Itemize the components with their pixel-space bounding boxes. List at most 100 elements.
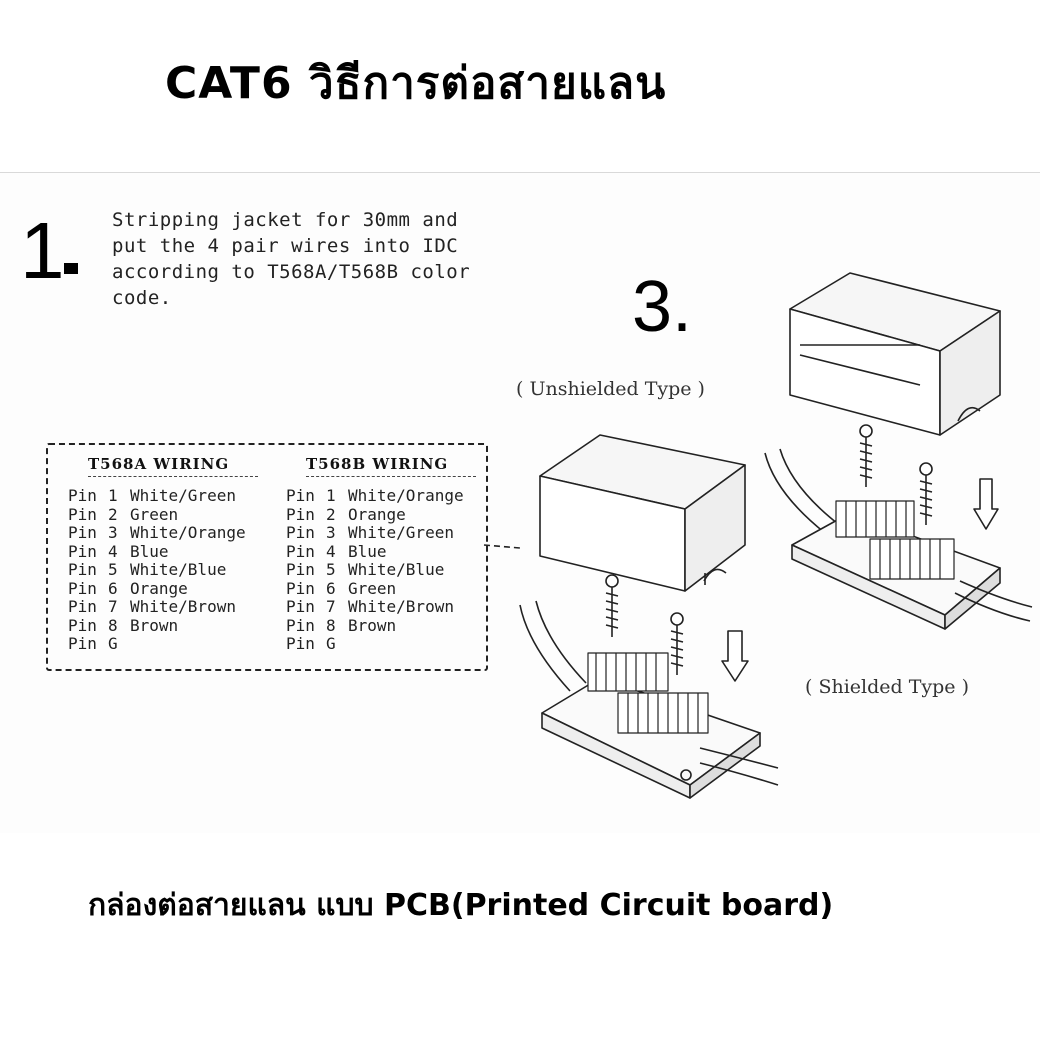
- pin-row: Pin 1 White/Green: [68, 486, 258, 506]
- shielded-down-arrow-icon: [973, 478, 999, 530]
- pin-color: Orange: [130, 578, 188, 598]
- pin-number: G: [108, 634, 118, 653]
- shielded-type-label: ( Shielded Type ): [805, 676, 969, 698]
- connector-illustrations: [483, 272, 1033, 799]
- pin-color: Blue: [130, 541, 169, 561]
- table-pointer-line: [483, 544, 521, 549]
- pin-label: Pin: [68, 560, 97, 579]
- pin-row: Pin G: [68, 634, 258, 654]
- pin-row: Pin 5 White/Blue: [286, 560, 476, 580]
- step-1-line: put the 4 pair wires into IDC: [112, 235, 459, 257]
- pin-color: Blue: [348, 541, 387, 561]
- unshielded-down-arrow-icon: [721, 630, 749, 682]
- unshielded-cover-illustration: [539, 434, 746, 592]
- pin-number: 4: [326, 541, 336, 561]
- pin-number: 1: [108, 486, 118, 505]
- pin-number: 3: [326, 523, 336, 542]
- shielded-cover-illustration: [789, 272, 1001, 436]
- pin-label: Pin: [68, 578, 97, 598]
- t568a-heading: T568A WIRING: [88, 455, 258, 477]
- pin-row: Pin 7 White/Brown: [286, 597, 476, 617]
- pin-label: Pin: [286, 578, 315, 598]
- pin-color: Brown: [130, 615, 179, 635]
- pin-row: Pin 6 Orange: [68, 578, 258, 599]
- pin-color: White/Orange: [348, 486, 464, 505]
- pin-number: 2: [108, 504, 118, 524]
- pin-label: Pin: [68, 597, 97, 616]
- pin-color: White/Green: [130, 486, 236, 505]
- step-1-dot: [64, 263, 78, 274]
- unshielded-base-illustration: [519, 600, 779, 799]
- pin-number: 7: [326, 597, 336, 616]
- pin-color: White/Green: [348, 523, 454, 542]
- pin-label: Pin: [286, 486, 315, 505]
- unshielded-type-label: ( Unshielded Type ): [516, 378, 705, 400]
- step-1-number: 1: [20, 206, 65, 295]
- pin-color: Green: [130, 504, 179, 524]
- pin-label: Pin: [68, 486, 97, 505]
- pin-number: 4: [108, 541, 118, 561]
- pin-row: Pin 7 White/Brown: [68, 597, 258, 617]
- step-1-line: Stripping jacket for 30mm and: [112, 209, 459, 231]
- pin-color: White/Brown: [348, 597, 454, 616]
- pin-label: Pin: [286, 615, 315, 635]
- step-1-instructions: Stripping jacket for 30mm and put the 4 …: [112, 207, 532, 311]
- pin-label: Pin: [68, 523, 97, 542]
- pin-number: 1: [326, 486, 336, 505]
- pin-row: Pin 1 White/Orange: [286, 486, 476, 506]
- pin-label: Pin: [286, 504, 315, 524]
- shielded-screw-illustration: [859, 424, 933, 525]
- pin-label: Pin: [286, 560, 315, 579]
- pin-color: Orange: [348, 504, 406, 524]
- pin-number: 8: [108, 615, 118, 635]
- pin-number: 5: [108, 560, 118, 579]
- pin-number: 7: [108, 597, 118, 616]
- pin-number: G: [326, 634, 336, 653]
- page-subtitle: กล่องต่อสายแลน แบบ PCB(Printed Circuit b…: [88, 888, 834, 923]
- shielded-base-illustration: [764, 448, 1033, 630]
- t568b-heading: T568B WIRING: [306, 455, 476, 477]
- pin-color: Brown: [348, 615, 397, 635]
- pin-row: Pin 8 Brown: [68, 615, 258, 636]
- pin-number: 8: [326, 615, 336, 635]
- pin-row: Pin 4 Blue: [68, 541, 258, 562]
- pin-label: Pin: [286, 523, 315, 542]
- pin-number: 2: [326, 504, 336, 524]
- pin-row: Pin 2 Green: [68, 504, 258, 525]
- pin-label: Pin: [68, 615, 97, 635]
- pin-label: Pin: [68, 634, 97, 653]
- pin-color: White/Orange: [130, 523, 246, 542]
- pin-row: Pin 2 Orange: [286, 504, 476, 525]
- pin-color: White/Blue: [130, 560, 227, 579]
- pin-row: Pin 8 Brown: [286, 615, 476, 636]
- pin-row: Pin 3 White/Green: [286, 523, 476, 543]
- unshielded-screw-illustration: [605, 574, 684, 675]
- pin-number: 6: [326, 578, 336, 598]
- pin-number: 5: [326, 560, 336, 579]
- pin-color: White/Brown: [130, 597, 236, 616]
- step-1-line: according to T568A/T568B color: [112, 261, 471, 283]
- pin-row: Pin 6 Green: [286, 578, 476, 599]
- pin-label: Pin: [286, 597, 315, 616]
- pin-row: Pin 3 White/Orange: [68, 523, 258, 543]
- pin-number: 6: [108, 578, 118, 598]
- pin-label: Pin: [68, 541, 97, 561]
- step-3-number: 3.: [632, 267, 693, 347]
- pin-label: Pin: [68, 504, 97, 524]
- pin-number: 3: [108, 523, 118, 542]
- instruction-sheet: 1 Stripping jacket for 30mm and put the …: [0, 172, 1040, 833]
- pin-label: Pin: [286, 634, 315, 653]
- pin-color: White/Blue: [348, 560, 445, 579]
- pin-row: Pin 5 White/Blue: [68, 560, 258, 580]
- pin-row: Pin G: [286, 634, 476, 654]
- pin-label: Pin: [286, 541, 315, 561]
- pin-row: Pin 4 Blue: [286, 541, 476, 562]
- pin-color: Green: [348, 578, 397, 598]
- step-1-line: code.: [112, 287, 172, 309]
- page-title: CAT6 วิธีการต่อสายแลน: [165, 58, 667, 109]
